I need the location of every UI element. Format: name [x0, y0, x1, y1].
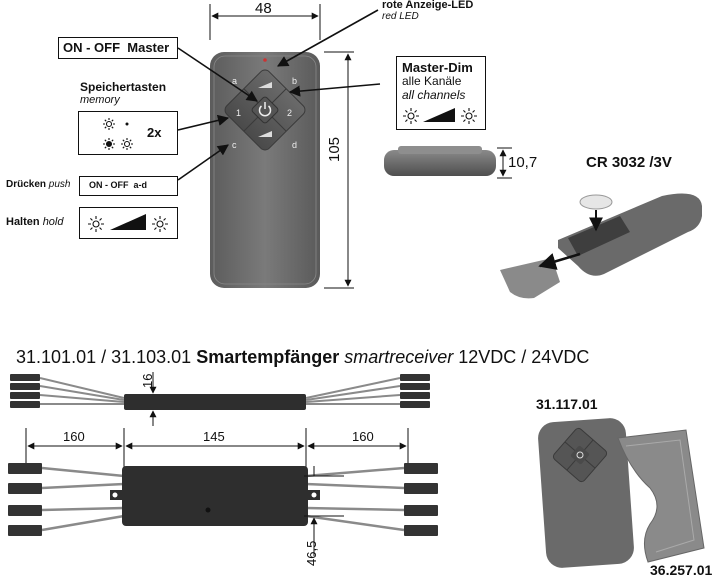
remote-front-view: a b c d 1 2	[210, 52, 320, 288]
push-label-de: Drücken push	[6, 179, 70, 190]
receiver-name-en: smartreceiver	[339, 347, 454, 367]
remote-product-code: 31.117.01	[536, 396, 598, 412]
width-dimension-label: 48	[255, 0, 272, 17]
masterdim-box: Master-Dim alle Kanäle all channels	[396, 56, 486, 130]
on-off-master-box: ON - OFF Master	[58, 37, 178, 59]
wall-holder-photo	[617, 429, 705, 563]
key-1: 1	[236, 108, 241, 118]
masterdim-icons	[403, 108, 477, 124]
receiver-height-label: 16	[140, 373, 155, 388]
push-box: ON - OFF a-d	[79, 176, 178, 196]
memory-label-en: memory	[80, 94, 120, 106]
receiver-spacing-label: 46,5	[304, 540, 319, 566]
key-2: 2	[287, 108, 292, 118]
receiver-top-view	[8, 463, 438, 556]
key-c: c	[232, 140, 237, 150]
push-box-label: ON - OFF a-d	[89, 180, 147, 190]
remote-side-view	[384, 146, 512, 179]
height-dimension	[324, 51, 354, 289]
memory-label-de: Speichertasten	[80, 80, 167, 94]
battery-view	[500, 193, 702, 299]
led-callout-arrow	[277, 9, 379, 67]
led-label-en: red LED	[382, 11, 419, 22]
masterdim-de: alle Kanäle	[402, 74, 462, 88]
thickness-dimension-label: 10,7	[508, 154, 538, 171]
push-callout-arrow	[177, 144, 229, 181]
hold-dim-icons	[88, 214, 168, 232]
coin-battery	[579, 194, 613, 210]
led-label-de: rote Anzeige-LED	[382, 0, 474, 11]
key-b: b	[292, 76, 297, 86]
push-label-en: push	[48, 179, 71, 190]
memory-2x-label: 2x	[147, 125, 162, 140]
remote-product-photo	[538, 418, 634, 568]
masterdim-title: Master-Dim	[402, 60, 473, 75]
onoff-callout-arrow	[177, 47, 258, 102]
memory-box: 2x	[78, 111, 178, 155]
power-icon	[258, 102, 272, 117]
hold-label-de: Halten hold	[6, 216, 63, 228]
key-a: a	[232, 76, 237, 86]
width-dimension	[209, 4, 321, 40]
receiver-name-de: Smartempfänger	[196, 347, 340, 367]
on-off-master-label: ON - OFF Master	[63, 40, 170, 55]
key-d: d	[292, 140, 297, 150]
hold-label-en: hold	[42, 216, 64, 228]
receiver-left-length-label: 160	[63, 429, 85, 444]
receiver-right-length-label: 160	[352, 429, 374, 444]
receiver-length-dimensions	[25, 428, 409, 468]
masterdim-callout-arrow	[288, 83, 381, 97]
receiver-voltage: 12VDC / 24VDC	[453, 347, 590, 367]
holder-product-code: 36.257.01	[650, 562, 713, 578]
receiver-side-view	[10, 372, 430, 426]
memory-sun-icons	[103, 118, 133, 150]
battery-label: CR 3032 /3V	[586, 154, 672, 171]
memory-callout-arrow	[177, 114, 230, 131]
receiver-codes: 31.101.01 / 31.103.01	[16, 347, 197, 367]
hold-box	[79, 207, 178, 239]
push-label-de-text: Drücken	[6, 179, 47, 190]
receiver-title: 31.101.01 / 31.103.01 Smartempfänger sma…	[6, 326, 589, 368]
receiver-middle-length-label: 145	[203, 429, 225, 444]
masterdim-en: all channels	[402, 88, 466, 102]
led-indicator	[263, 58, 267, 62]
height-dimension-label: 105	[326, 136, 343, 162]
hold-label-de-text: Halten	[6, 216, 40, 228]
